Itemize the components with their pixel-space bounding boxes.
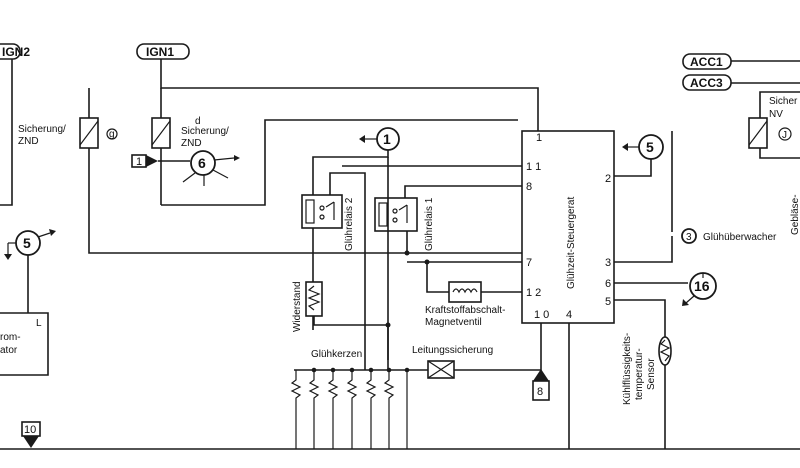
acc3-label: ACC3 bbox=[690, 76, 723, 90]
pin-4: 4 bbox=[566, 309, 572, 321]
fuse-mid bbox=[151, 117, 171, 149]
controller-label: Glühzeit-Steuergerat bbox=[566, 197, 577, 289]
glow-controller bbox=[521, 130, 615, 324]
solenoid-label-1: Kraftstoffabschalt- bbox=[425, 305, 505, 316]
solenoid-in-wire bbox=[426, 262, 449, 293]
connector-16-label: 16 bbox=[694, 278, 710, 294]
line-fuse-label: Leitungssicherung bbox=[412, 345, 493, 356]
glow-plugs-label: Glühkerzen bbox=[311, 349, 362, 360]
acc3-tag: ACC3 bbox=[682, 74, 732, 91]
fuse-mid-label-2: ZND bbox=[181, 138, 202, 149]
pin2-wire bbox=[614, 159, 652, 177]
glow-relay-2 bbox=[301, 194, 343, 229]
pin-7: 7 bbox=[526, 257, 532, 269]
sensor-label-2: temperatur- bbox=[634, 348, 645, 400]
connector-5-top-label: 5 bbox=[646, 139, 654, 155]
pin-1: 1 bbox=[536, 132, 542, 144]
ign2-wire bbox=[0, 59, 13, 206]
fuse-left-out-wire bbox=[88, 148, 522, 254]
pin5-wire bbox=[614, 299, 666, 337]
glow-plug-array bbox=[290, 367, 410, 449]
ign1-tag: IGN1 bbox=[136, 43, 190, 60]
connector-3-label: 3 bbox=[686, 232, 692, 243]
connector-6: 6 bbox=[182, 150, 240, 186]
fuse-left-label-2: ZND bbox=[18, 136, 39, 147]
pin-2: 2 bbox=[605, 173, 611, 185]
connector-5-left: 5 bbox=[4, 229, 56, 260]
sensor-label-3: Sensor bbox=[646, 358, 657, 390]
solenoid-label-2: Magnetventil bbox=[425, 317, 482, 328]
sensor-label-1: Kühlflüssigkeits- bbox=[622, 333, 633, 405]
fuse-left bbox=[79, 117, 99, 149]
connector-flag-1: 1 bbox=[131, 154, 158, 168]
left-box-label-2: ator bbox=[0, 345, 18, 356]
connector-1-top: 1 bbox=[359, 127, 400, 151]
monitor-label: Glühüberwacher bbox=[703, 232, 777, 243]
ign2-tag: IGN2 bbox=[0, 43, 30, 60]
fuse-right-letter-circle bbox=[778, 127, 792, 141]
pin-6: 6 bbox=[605, 278, 611, 290]
fuel-cutoff-solenoid bbox=[448, 281, 482, 303]
relay1-to-pin8-wire bbox=[404, 185, 522, 198]
pin-8: 8 bbox=[526, 181, 532, 193]
connector-6-label: 6 bbox=[198, 155, 206, 171]
line-fuse bbox=[427, 360, 455, 379]
connector-8-label: 8 bbox=[537, 386, 543, 398]
fuse-mid-label-1: Sicherung/ bbox=[181, 126, 229, 137]
ign1-loop-wire bbox=[161, 119, 518, 206]
right-edge-label: Gebläse- bbox=[790, 194, 800, 235]
fuse-right bbox=[748, 117, 768, 149]
relay2-feed-wire bbox=[312, 150, 389, 330]
relay2-contact-wire bbox=[329, 172, 366, 205]
relay1-label: Glührelais 1 bbox=[424, 197, 435, 251]
fuse-left-label-1: Sicherung/ bbox=[18, 124, 66, 135]
pin-10: 1 0 bbox=[534, 309, 549, 321]
pin-5: 5 bbox=[605, 296, 611, 308]
connector-5-left-label: 5 bbox=[23, 235, 31, 251]
pin-3: 3 bbox=[605, 257, 611, 269]
fuse-nv-label-2: NV bbox=[769, 109, 783, 120]
pin-12: 1 2 bbox=[526, 287, 541, 299]
connector-16: 16 bbox=[682, 272, 717, 306]
fuse-left-letter: g bbox=[109, 129, 115, 140]
connector-10: 10 bbox=[21, 421, 41, 448]
connector-3-monitor: 3 bbox=[681, 228, 697, 244]
glow-relay-1 bbox=[374, 197, 418, 232]
pin-11: 1 1 bbox=[526, 161, 541, 173]
fuse-nv-label-1: Sicher bbox=[769, 96, 798, 107]
ign1-to-controller-wire bbox=[160, 59, 539, 131]
connector-8: 8 bbox=[532, 369, 550, 401]
relay2-label: Glührelais 2 bbox=[344, 197, 355, 251]
fuse-right-letter: J bbox=[782, 130, 787, 141]
ign1-label: IGN1 bbox=[146, 45, 174, 59]
connector-10-label: 10 bbox=[24, 424, 36, 436]
pin3-wire bbox=[614, 236, 673, 263]
flag-1-label: 1 bbox=[136, 156, 142, 168]
resistor-out-wire bbox=[313, 316, 388, 326]
connector-5-top: 5 bbox=[622, 134, 664, 160]
left-component-box bbox=[0, 312, 49, 376]
resistor-label: Widerstand bbox=[292, 281, 303, 332]
acc1-label: ACC1 bbox=[690, 55, 723, 69]
left-box-label-1: rom- bbox=[0, 332, 21, 343]
coolant-sensor bbox=[658, 336, 672, 366]
fuse-left-letter-circle bbox=[106, 128, 118, 140]
connector-1-label: 1 bbox=[383, 131, 391, 147]
resistor bbox=[305, 281, 323, 317]
left-box-pin: L bbox=[36, 318, 42, 329]
fuse-mid-letter: d bbox=[195, 116, 201, 127]
acc1-tag: ACC1 bbox=[682, 53, 732, 70]
ign2-label: IGN2 bbox=[2, 45, 30, 59]
